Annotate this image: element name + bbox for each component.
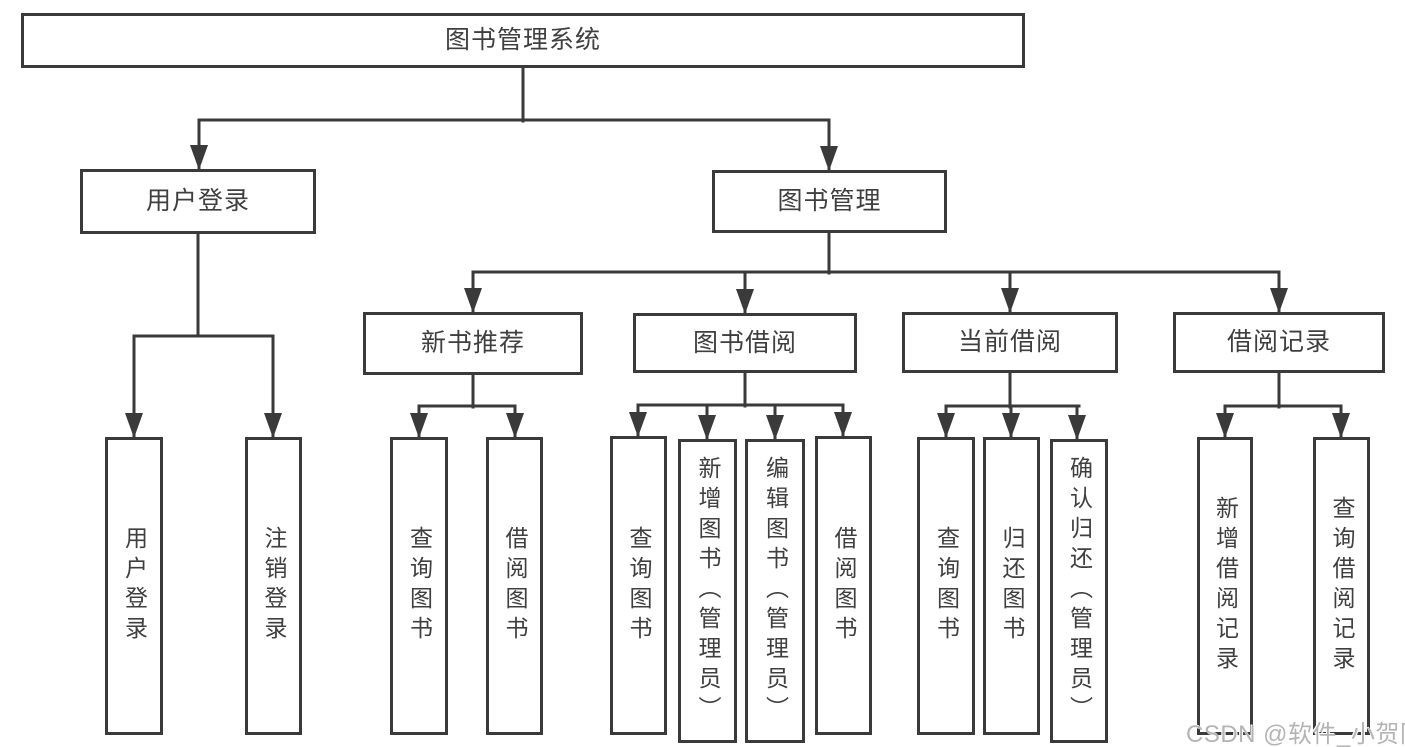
leaf-logout-label: 注销登录 <box>261 526 287 646</box>
leaf-records-add-label: 新增借阅记录 <box>1212 496 1239 676</box>
leaf-newbooks-borrow: 借阅图书 <box>486 437 543 735</box>
leaf-current-confirm: 确认归还（管理员） <box>1050 439 1108 743</box>
node-new-books-label: 新书推荐 <box>420 329 525 357</box>
node-borrowing-records: 借阅记录 <box>1173 312 1385 373</box>
leaf-current-return-label: 归还图书 <box>999 526 1025 646</box>
leaf-borrowing-borrow: 借阅图书 <box>815 436 872 735</box>
node-root: 图书管理系统 <box>21 13 1025 68</box>
node-book-borrowing-label: 图书借阅 <box>692 328 797 357</box>
leaf-current-query: 查询图书 <box>917 437 975 735</box>
leaf-records-query-label: 查询借阅记录 <box>1329 496 1355 676</box>
node-user-login-label: 用户登录 <box>145 187 250 215</box>
leaf-current-return: 归还图书 <box>983 437 1040 735</box>
leaf-user-login-label: 用户登录 <box>121 526 148 646</box>
leaf-current-confirm-label: 确认归还（管理员） <box>1066 456 1093 726</box>
leaf-newbooks-query-label: 查询图书 <box>406 526 433 646</box>
leaf-current-query-label: 查询图书 <box>933 526 960 646</box>
leaf-user-login: 用户登录 <box>105 437 163 735</box>
node-root-label: 图书管理系统 <box>444 26 601 54</box>
node-borrowing-records-label: 借阅记录 <box>1226 328 1331 356</box>
node-user-login: 用户登录 <box>80 169 316 234</box>
leaf-newbooks-query: 查询图书 <box>390 437 448 735</box>
leaf-borrowing-edit-label: 编辑图书（管理员） <box>762 456 789 726</box>
leaf-records-add: 新增借阅记录 <box>1197 437 1253 735</box>
leaf-records-query: 查询借阅记录 <box>1313 437 1370 735</box>
node-book-borrowing: 图书借阅 <box>633 313 857 373</box>
node-current-borrowing: 当前借阅 <box>902 312 1118 373</box>
leaf-borrowing-borrow-label: 借阅图书 <box>831 525 857 646</box>
leaf-borrowing-add: 新增图书（管理员） <box>678 439 737 743</box>
node-book-management: 图书管理 <box>712 170 947 233</box>
leaf-borrowing-add-label: 新增图书（管理员） <box>695 456 721 726</box>
node-book-management-label: 图书管理 <box>777 187 882 215</box>
leaf-borrowing-query-label: 查询图书 <box>626 525 652 646</box>
leaf-borrowing-edit: 编辑图书（管理员） <box>745 439 805 743</box>
node-new-books: 新书推荐 <box>363 312 583 375</box>
leaf-logout: 注销登录 <box>245 437 302 735</box>
node-current-borrowing-label: 当前借阅 <box>957 328 1062 356</box>
leaf-borrowing-query: 查询图书 <box>610 436 667 735</box>
edge-segments <box>125 64 1350 442</box>
leaf-newbooks-borrow-label: 借阅图书 <box>502 526 528 646</box>
watermark: CSDN @软件_小贺同学 <box>1186 721 1405 747</box>
